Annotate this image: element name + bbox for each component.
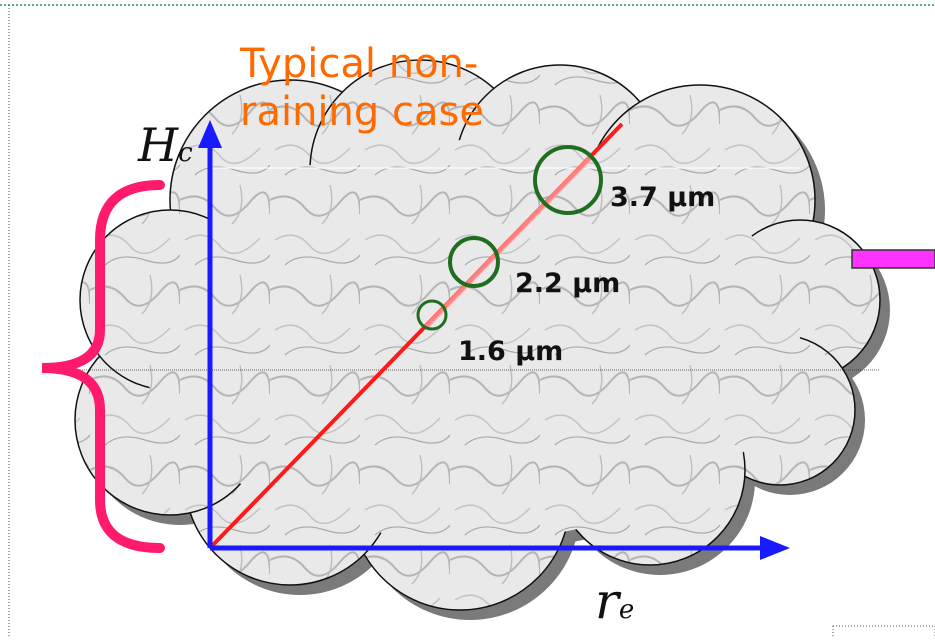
x-axis-label: re: [595, 572, 634, 630]
axes: [198, 120, 790, 560]
y-axis-label-main: H: [138, 118, 179, 172]
annotation-3-7um: 3.7 μm: [610, 182, 716, 213]
cloud-shape: [74, 59, 890, 620]
annotation-2-2um: 2.2 μm: [515, 268, 621, 299]
x-axis-label-main: r: [595, 572, 619, 630]
y-axis-label: Hc: [138, 118, 193, 172]
cloud-depth-brace: [41, 180, 165, 553]
side-indicator-bar: [851, 249, 935, 269]
sample-circle-16um: [416, 299, 448, 331]
y-axis-label-sub: c: [178, 138, 193, 168]
diagram-title: Typical non-raining case: [240, 41, 484, 135]
page-frame: [0, 4, 935, 641]
profile-line-highlight: [423, 156, 592, 330]
annotation-1-6um: 1.6 μm: [458, 336, 564, 367]
x-axis-label-sub: e: [618, 595, 635, 625]
sample-circle-22um: [448, 236, 500, 288]
sample-circle-37um: [533, 145, 603, 215]
